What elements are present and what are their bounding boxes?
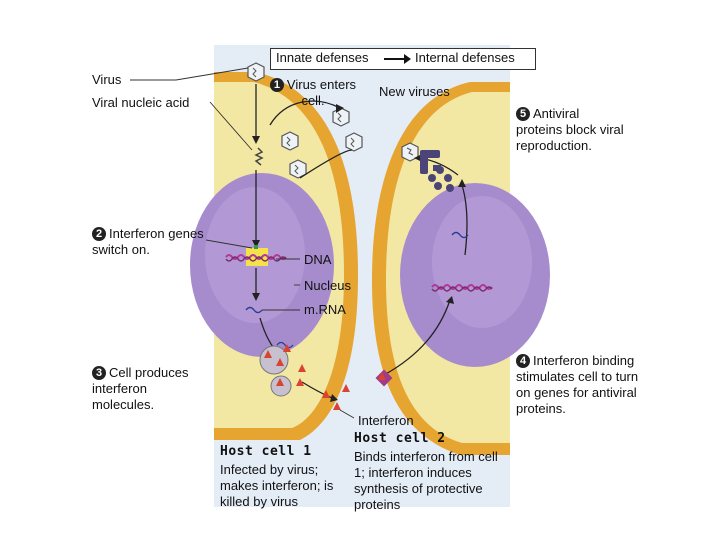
- virus-icon: [345, 132, 363, 152]
- mrna-strand-2: [451, 231, 469, 239]
- label-dna: DNA: [304, 252, 332, 267]
- step-1-text: Virus enters cell.: [286, 77, 357, 108]
- leader-interferon-gene: [205, 239, 253, 249]
- label-new-viruses: New viruses: [379, 84, 450, 99]
- label-viral-nucleic-acid: Viral nucleic acid: [92, 95, 190, 110]
- step-3-number: 3: [92, 366, 106, 380]
- header-arrow-icon: [384, 54, 411, 64]
- antiviral-proteins: [420, 150, 454, 192]
- label-virus: Virus: [92, 72, 122, 87]
- interferon-molecules: [264, 344, 350, 410]
- step-4-number: 4: [516, 354, 530, 368]
- virus-icon: [332, 107, 350, 127]
- step-1-number: 1: [269, 78, 284, 92]
- interferon-receptor: [375, 369, 393, 387]
- dna-strand-2: [431, 284, 493, 292]
- arrow-new-viruses-2: [299, 149, 353, 179]
- label-interferon: Interferon: [358, 413, 414, 428]
- header-internal: Internal defenses: [415, 50, 515, 65]
- step-3-text: Cell produces interferon molecules.: [92, 365, 189, 412]
- label-mrna: m.RNA: [304, 302, 346, 317]
- viral-nucleic-acid: [254, 147, 264, 166]
- step-2-number: 2: [92, 227, 106, 241]
- host-cell-1-title: Host cell 1: [220, 444, 312, 459]
- dna-strand: [225, 245, 287, 266]
- virus-icon: [247, 62, 265, 82]
- host-cell-2-title: Host cell 2: [354, 431, 446, 446]
- leader-virus: [130, 67, 249, 81]
- arrow-new-viruses: [269, 100, 341, 126]
- host-cell-2: [372, 82, 550, 455]
- arrow-antiviral-synthesis: [461, 184, 468, 256]
- header-innate: Innate defenses: [276, 50, 369, 65]
- arrow-interferon-release: [301, 381, 333, 399]
- step-5-number: 5: [516, 107, 530, 121]
- virus-particles: [247, 62, 419, 179]
- step-5-text: Antiviral proteins block viral reproduct…: [516, 106, 624, 153]
- host-cell-2-desc: Binds interferon from cell 1; interferon…: [354, 449, 498, 512]
- leader-viral-nucleic-acid: [209, 101, 253, 151]
- host-cell-1-desc: Infected by virus; makes interferon; is …: [220, 462, 334, 509]
- step-4-text: Interferon binding stimulates cell to tu…: [516, 353, 639, 416]
- virus-icon: [289, 159, 307, 179]
- mrna-strand: [245, 306, 263, 314]
- label-nucleus: Nucleus: [304, 278, 351, 293]
- arrow-binding-signal: [383, 299, 451, 376]
- step-2-text: Interferon genes switch on.: [92, 226, 204, 257]
- virus-icon: [281, 131, 299, 151]
- leader-interferon: [339, 409, 355, 419]
